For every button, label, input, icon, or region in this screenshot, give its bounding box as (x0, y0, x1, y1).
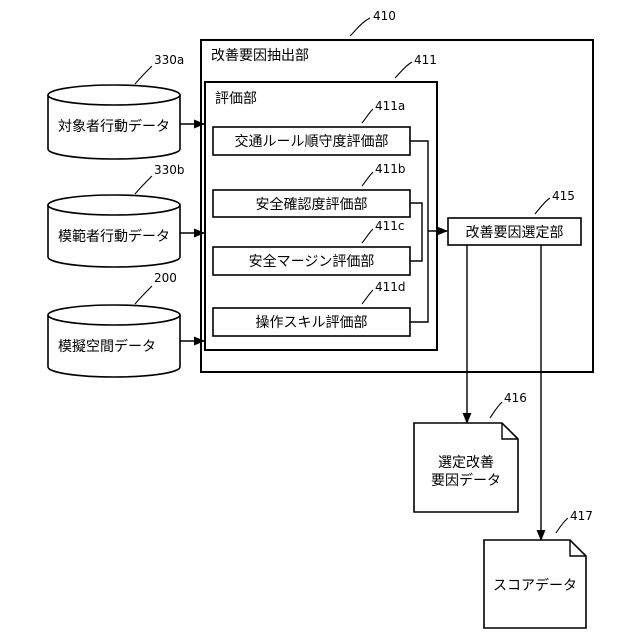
selector-label: 改善要因選定部 (466, 225, 564, 241)
item-ref: 411a (375, 99, 405, 113)
item-label: 安全マージン評価部 (249, 253, 375, 270)
evaluation-item-safety-check: 安全確認度評価部 411b (213, 162, 410, 217)
evaluation-item-traffic-rule: 交通ルール順守度評価部 411a (213, 99, 410, 155)
database-subject-behavior: 対象者行動データ 330a (48, 53, 184, 159)
extractor-leader (350, 18, 370, 36)
evaluator-leader (395, 62, 412, 78)
database-ref: 330a (154, 53, 184, 67)
merge-line-inner (410, 203, 422, 261)
document-line1: 選定改善 (438, 455, 494, 471)
document-ref: 416 (504, 391, 527, 405)
document-line2: 要因データ (431, 472, 501, 489)
merge-line-outer (410, 141, 428, 322)
database-label: 対象者行動データ (58, 118, 170, 135)
evaluation-item-safety-margin: 安全マージン評価部 411c (213, 219, 410, 275)
selector-ref: 415 (552, 189, 575, 203)
document-selected-factor: 選定改善 要因データ 416 (414, 391, 527, 512)
item-label: 操作スキル評価部 (256, 315, 368, 331)
item-label: 安全確認度評価部 (256, 196, 368, 213)
database-simulated-space: 模擬空間データ 200 (48, 271, 180, 377)
database-model-behavior: 模範者行動データ 330b (48, 163, 185, 267)
evaluator-ref: 411 (414, 53, 437, 67)
item-label: 交通ルール順守度評価部 (235, 133, 389, 150)
evaluator-label: 評価部 (215, 91, 257, 107)
document-ref: 417 (570, 509, 593, 523)
item-ref: 411c (375, 219, 405, 233)
selector-leader (535, 198, 550, 214)
extractor-label: 改善要因抽出部 (211, 48, 309, 64)
document-score: スコアデータ 417 (484, 509, 593, 628)
extractor-ref: 410 (373, 9, 396, 23)
document-label: スコアデータ (493, 577, 577, 594)
item-ref: 411b (375, 162, 406, 176)
database-ref: 200 (154, 271, 177, 285)
item-ref: 411d (375, 280, 406, 294)
database-ref: 330b (154, 163, 185, 177)
evaluation-item-operation-skill: 操作スキル評価部 411d (213, 280, 410, 336)
database-label: 模範者行動データ (58, 228, 170, 245)
database-label: 模擬空間データ (58, 338, 156, 355)
